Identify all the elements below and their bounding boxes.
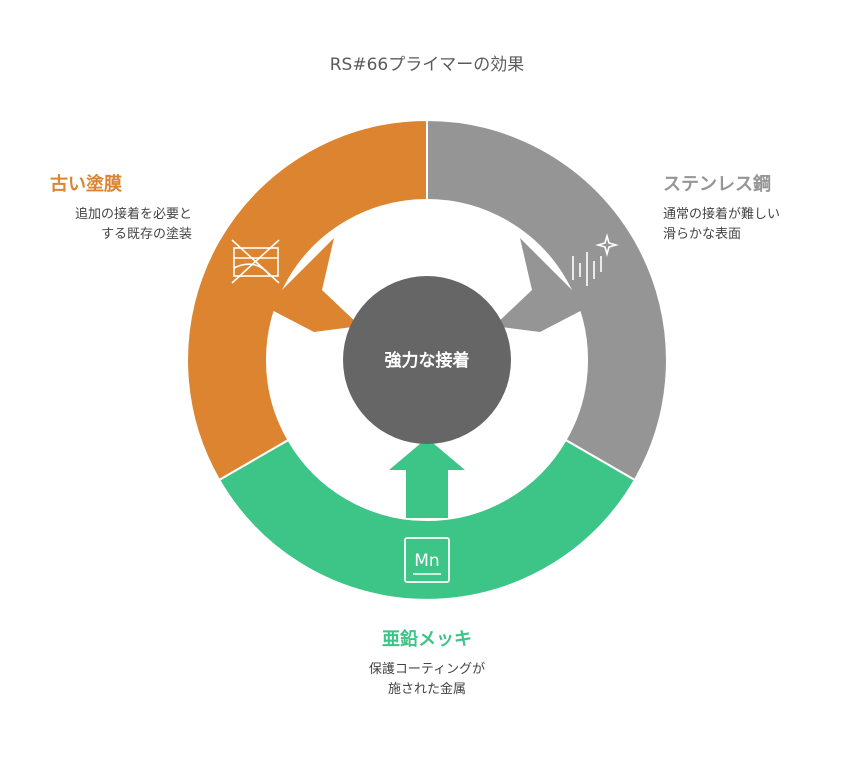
old-coating-desc-line2: する既存の塗装	[100, 227, 192, 242]
old-coating-description: 追加の接着を必要と する既存の塗装	[40, 205, 192, 245]
stainless-desc-line2: 滑らかな表面	[663, 227, 742, 242]
arrow-stainless	[494, 238, 590, 332]
segment-stainless	[426, 118, 668, 482]
zinc-desc-line2: 施された金属	[387, 682, 466, 697]
stainless-description: 通常の接着が難しい 滑らかな表面	[663, 205, 823, 245]
svg-text:Mn: Mn	[414, 551, 439, 571]
stainless-title: ステンレス鋼	[663, 174, 771, 195]
mn-element-icon: Mn	[404, 537, 450, 583]
old-coating-desc-line1: 追加の接着を必要と	[74, 207, 192, 222]
center-circle	[343, 276, 511, 444]
old-coating-title: 古い塗膜	[50, 174, 122, 195]
zinc-title: 亜鉛メッキ	[382, 629, 472, 650]
segment-old-coating	[186, 118, 428, 482]
arrow-zinc	[389, 438, 465, 518]
stainless-desc-line1: 通常の接着が難しい	[663, 207, 781, 222]
sparkle-lines-icon	[572, 233, 619, 286]
segment-zinc	[217, 438, 637, 601]
zinc-description: 保護コーティングが 施された金属	[0, 660, 854, 700]
center-label: 強力な接着	[385, 350, 470, 371]
zinc-desc-line1: 保護コーティングが	[368, 662, 486, 677]
crossed-paint-icon	[231, 239, 280, 284]
diagram-title: RS#66プライマーの効果	[329, 55, 525, 75]
arrow-old-coating	[264, 238, 360, 332]
